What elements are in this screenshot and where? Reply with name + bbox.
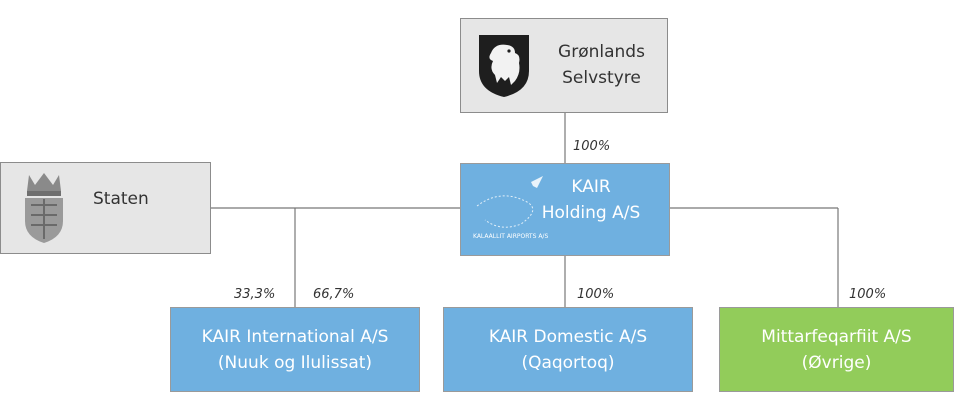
staten-label: Staten (93, 189, 149, 209)
airports-logo-text: KALAALLIT AIRPORTS A/S (473, 233, 548, 240)
mittarfeqarfiit-label: Mittarfeqarfiit A/S (Øvrige) (761, 324, 911, 376)
airports-logo-icon: KALAALLIT AIRPORTS A/S (473, 176, 548, 240)
mittarfeqarfiit-line1: Mittarfeqarfiit A/S (761, 326, 912, 347)
gronlands-selvstyre-line1: Grønlands (558, 42, 645, 62)
mittarfeqarfiit-line2: (Øvrige) (801, 352, 872, 373)
gronlands-selvstyre-box: Grønlands Selvstyre (460, 18, 668, 113)
ownership-holding-international: 66,7% (313, 287, 355, 302)
kair-international-line1: KAIR International A/S (201, 326, 389, 347)
kair-international-line2: (Nuuk og Ilulissat) (217, 352, 373, 373)
kair-domestic-box: KAIR Domestic A/S (Qaqortoq) (443, 307, 693, 392)
gronlands-selvstyre-label: Grønlands Selvstyre (539, 39, 664, 91)
polar-bear-emblem-icon (479, 35, 529, 97)
kair-holding-line2: Holding A/S (541, 203, 641, 223)
kair-international-label: KAIR International A/S (Nuuk og Ilulissa… (202, 324, 389, 376)
kair-holding-label: KAIR Holding A/S (521, 174, 661, 226)
danish-coat-of-arms-icon (25, 173, 63, 243)
staten-box: Staten (0, 162, 211, 254)
mittarfeqarfiit-box: Mittarfeqarfiit A/S (Øvrige) (719, 307, 954, 392)
kair-international-box: KAIR International A/S (Nuuk og Ilulissa… (170, 307, 420, 392)
ownership-holding-mittarfeqarfiit: 100% (849, 287, 887, 302)
ownership-holding-domestic: 100% (577, 287, 615, 302)
ownership-gronland-holding: 100% (573, 139, 611, 154)
kair-domestic-line1: KAIR Domestic A/S (488, 326, 648, 347)
gronlands-selvstyre-line2: Selvstyre (562, 68, 641, 88)
kair-holding-box: KALAALLIT AIRPORTS A/S KAIR Holding A/S (460, 163, 670, 256)
kair-domestic-label: KAIR Domestic A/S (Qaqortoq) (489, 324, 647, 376)
kair-domestic-line2: (Qaqortoq) (521, 352, 615, 373)
kair-holding-line1: KAIR (571, 177, 611, 197)
ownership-staten-international: 33,3% (234, 287, 276, 302)
